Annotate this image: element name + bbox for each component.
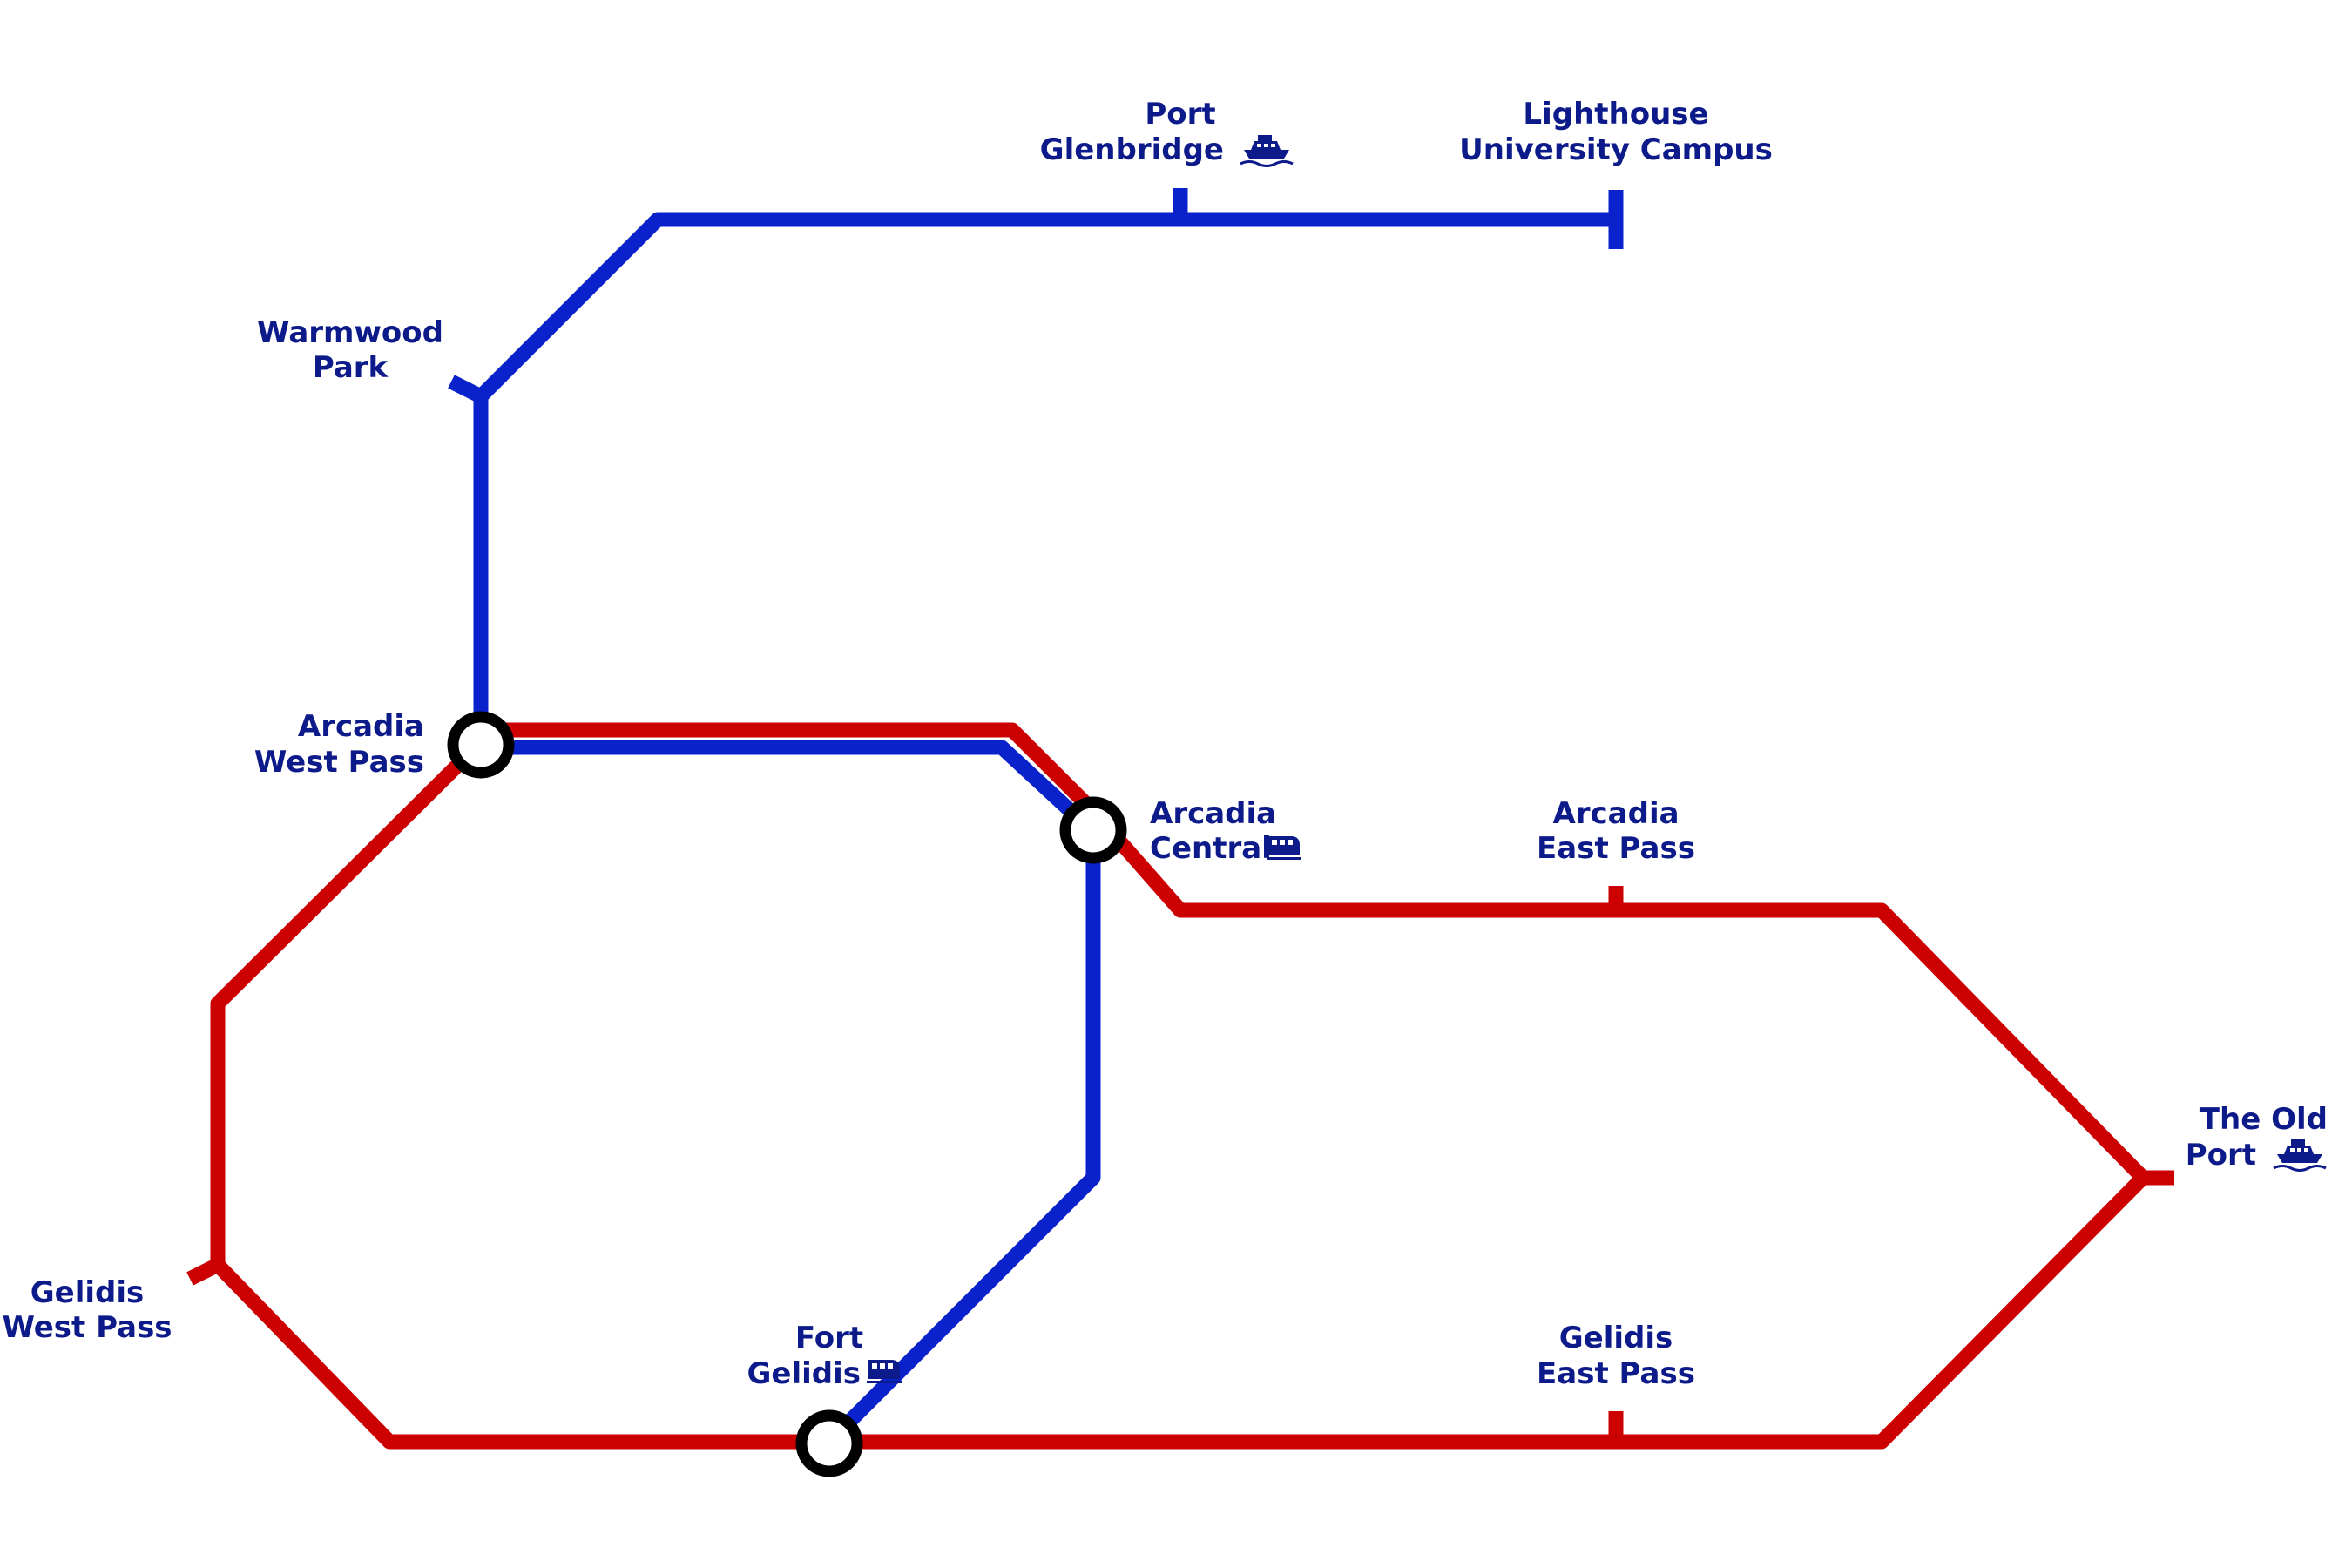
arcadia-central-label-line-1: Arcadia: [1150, 796, 1276, 831]
gelidis-east-pass-label-line-1: Gelidis: [1559, 1321, 1673, 1355]
ferry-icon: [2273, 1139, 2327, 1172]
lighthouse-label-line-1: Lighthouse: [1523, 97, 1708, 132]
lighthouse-label-line-2: University Campus: [1459, 132, 1773, 167]
gelidis-west-pass-label-line-1: Gelidis: [30, 1275, 145, 1310]
blue-line: [448, 188, 1624, 1448]
red-line-route: [210, 722, 2151, 1450]
arcadia-west-pass-label-line-2: West Pass: [254, 745, 424, 780]
arcadia-central-label-line-2: Central: [1150, 831, 1272, 866]
ferry-icon: [1240, 135, 1294, 167]
station-the-old-port[interactable]: The Old Port: [2186, 1102, 2328, 1173]
station-fort-gelidis[interactable]: Fort Gelidis: [747, 1321, 902, 1391]
station-gelidis-east-pass[interactable]: Gelidis East Pass: [1537, 1321, 1695, 1391]
arcadia-west-pass-label-line-1: Arcadia: [298, 709, 424, 744]
fort-gelidis-label-line-1: Fort: [795, 1321, 863, 1355]
port-glenbridge-label-line-1: Port: [1145, 97, 1215, 132]
the-old-port-label-line-2: Port: [2186, 1138, 2256, 1173]
station-lighthouse-university-campus[interactable]: Lighthouse University Campus: [1459, 97, 1773, 167]
interchanges: [447, 711, 1127, 1477]
the-old-port-label-line-1: The Old: [2200, 1102, 2328, 1137]
arcadia-east-pass-label-line-1: Arcadia: [1552, 796, 1679, 831]
gelidis-west-pass-label-line-2: West Pass: [2, 1310, 172, 1345]
gelidis-east-pass-label-line-2: East Pass: [1537, 1356, 1695, 1391]
station-arcadia-east-pass[interactable]: Arcadia East Pass: [1537, 796, 1695, 866]
arcadia-west-pass-interchange[interactable]: [447, 711, 515, 779]
station-arcadia-west-pass[interactable]: Arcadia West Pass: [254, 709, 424, 780]
warmwood-park-label-line-2: Park: [313, 350, 389, 385]
warmwood-park-terminus-tick: [448, 375, 484, 403]
fort-gelidis-label-line-2: Gelidis: [747, 1356, 861, 1391]
fort-gelidis-interchange[interactable]: [795, 1409, 863, 1477]
blue-line-route: [473, 212, 1616, 1448]
station-labels: Port Glenbridge Lighthouse University Ca…: [2, 97, 2328, 1391]
arcadia-central-interchange[interactable]: [1059, 796, 1127, 864]
train-icon: [867, 1360, 902, 1383]
gelidis-west-pass-terminus-tick: [186, 1258, 221, 1286]
station-gelidis-west-pass[interactable]: Gelidis West Pass: [2, 1275, 172, 1345]
warmwood-park-label-line-1: Warmwood: [257, 315, 443, 350]
station-arcadia-central[interactable]: Arcadia Central: [1150, 796, 1301, 866]
red-line: [186, 722, 2174, 1450]
station-warmwood-park[interactable]: Warmwood Park: [257, 315, 443, 385]
station-port-glenbridge[interactable]: Port Glenbridge: [1040, 97, 1294, 167]
arcadia-east-pass-label-line-2: East Pass: [1537, 831, 1695, 866]
port-glenbridge-label-line-2: Glenbridge: [1040, 132, 1224, 167]
train-icon: [1267, 836, 1301, 860]
